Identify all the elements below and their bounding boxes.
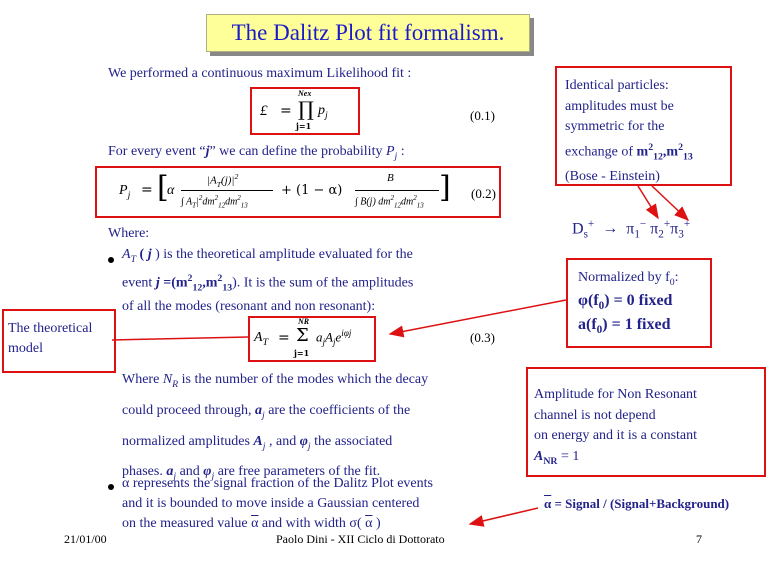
eq1-prod-top: Nex: [298, 89, 312, 98]
equation-0-1-box: £ = Nex ∏ j=1 pj: [250, 87, 360, 135]
identical-particles-text: Identical particles: amplitudes must be …: [565, 78, 693, 185]
eq2-den1: ∫ AT|2dm212dm213: [181, 194, 248, 210]
normalized-box: Normalized by f0: φ(f0) = 0 fixed a(f0) …: [566, 258, 712, 348]
eq2-num2: B: [387, 172, 394, 184]
eq1-lhs: £: [260, 103, 268, 119]
eq2-number: (0.2): [471, 186, 496, 201]
footer-page-number: 7: [696, 532, 702, 546]
equation-0-2-box: Pj = [ α |AT(j)|2 ∫ AT|2dm212dm213 + (1 …: [95, 166, 501, 218]
decay-formula: Ds+ → π1− π2+π3+: [572, 218, 691, 241]
normalized-line1: Normalized by f0:: [578, 270, 679, 288]
arrow-to-alpha: [468, 507, 539, 527]
eq3-equals: =: [278, 330, 290, 346]
eq1-prod-bottom: j=1: [296, 121, 312, 131]
footer-date: 21/01/00: [64, 532, 107, 546]
eq2-frac1-line: [181, 190, 273, 191]
eq3-term: ajAjeiφj: [316, 328, 352, 347]
eq1-number: (0.1): [470, 108, 495, 123]
bullet1-text: AT ( j ) is the theoretical amplitude ev…: [122, 247, 414, 315]
arrow-to-pi3: [651, 185, 690, 222]
arrow-to-pi2: [637, 185, 659, 220]
where-nr-text: Where NR is the number of the modes whic…: [122, 372, 429, 483]
theoretical-model-line2: model: [8, 341, 43, 356]
arrow-to-eq3: [388, 299, 567, 338]
eq1-equals: =: [280, 103, 292, 119]
signal-definition: α = Signal / (Signal+Background): [544, 496, 730, 511]
eq2-plus-term: + (1 − α): [281, 183, 343, 198]
theoretical-model-line1: The theoretical: [8, 321, 93, 336]
eq2-num1: |AT(j)|2: [207, 172, 239, 189]
bullet-dot-2: [108, 484, 114, 490]
normalized-line3: a(f0) = 1 fixed: [578, 316, 671, 337]
slide-title: The Dalitz Plot fit formalism.: [206, 14, 530, 52]
normalized-line2: φ(f0) = 0 fixed: [578, 292, 673, 313]
event-line: For every event “j” we can define the pr…: [108, 144, 405, 162]
eq2-bracket-left: [: [157, 170, 169, 205]
theoretical-model-box: The theoretical model: [2, 309, 116, 373]
eq2-lhs: Pj: [119, 183, 131, 201]
eq2-equals: =: [141, 182, 153, 198]
eq3-sum-bottom: j=1: [294, 348, 310, 358]
eq2-bracket-right: ]: [439, 170, 451, 205]
decay-arrow-icon: →: [602, 220, 619, 238]
identical-particles-box: Identical particles: amplitudes must be …: [555, 66, 732, 186]
eq1-term: pj: [318, 103, 328, 121]
eq3-sum-sign: Σ: [296, 325, 309, 346]
bullet2-text: α represents the signal fraction of the …: [122, 476, 433, 531]
connector-theoretical: [111, 336, 249, 341]
eq3-sum-top: NR: [298, 317, 310, 326]
bullet-dot-1: [108, 257, 114, 263]
eq3-number: (0.3): [470, 330, 495, 345]
where-label: Where:: [108, 226, 150, 241]
eq2-alpha: α: [167, 183, 175, 198]
eq2-frac2-line: [355, 190, 439, 191]
non-resonant-text: Amplitude for Non Resonant channel is no…: [534, 387, 698, 467]
eq1-prod-sign: ∏: [298, 97, 314, 121]
intro-text: We performed a continuous maximum Likeli…: [108, 66, 412, 81]
eq3-lhs: AT: [254, 330, 269, 348]
non-resonant-box: Amplitude for Non Resonant channel is no…: [526, 367, 766, 477]
equation-0-3-box: AT = NR Σ j=1 ajAjeiφj: [248, 316, 376, 362]
footer-author: Paolo Dini - XII Ciclo di Dottorato: [276, 532, 445, 546]
eq2-den2: ∫ B(j) dm212dm213: [355, 194, 424, 210]
